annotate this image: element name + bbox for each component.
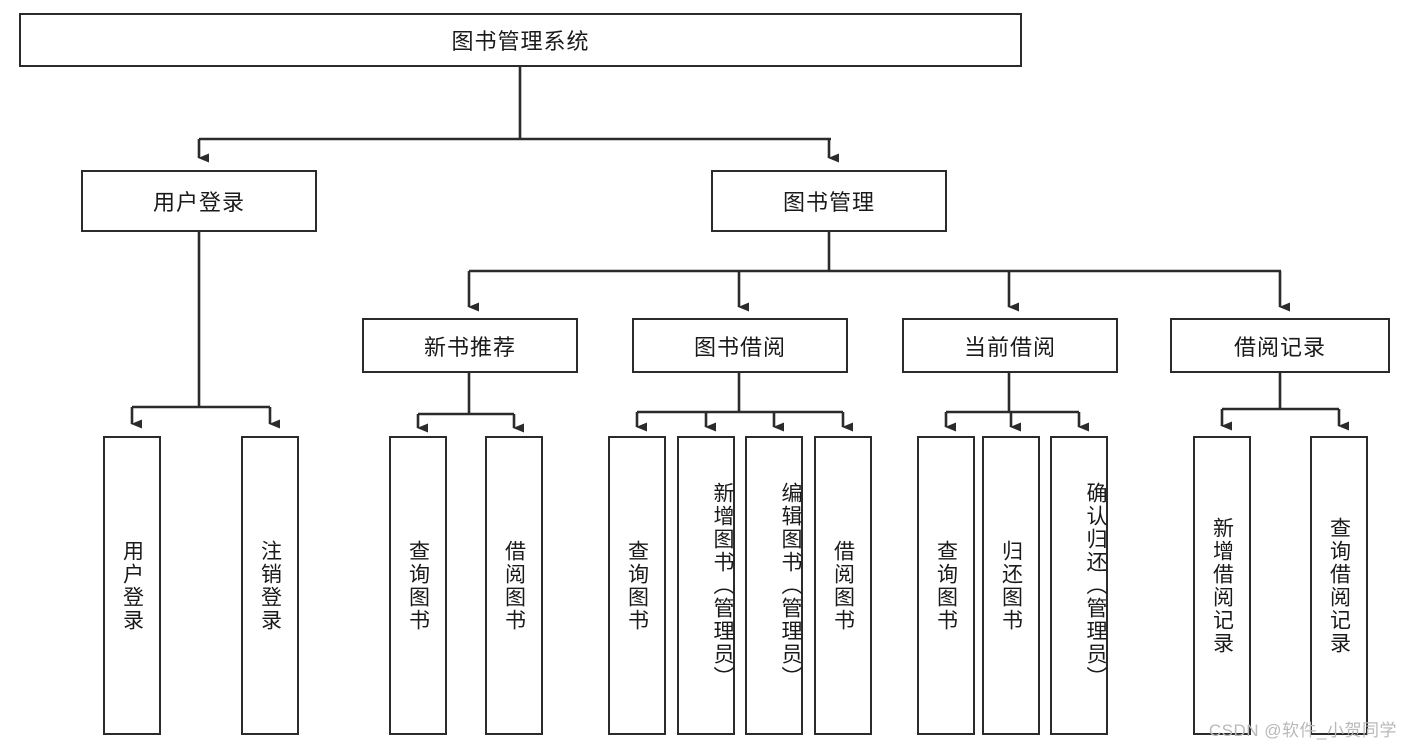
node-book-borrow[interactable]: 图书借阅 <box>632 318 848 373</box>
node-leaf-edit-book-label: 编辑图书（管理员） <box>779 482 802 689</box>
node-borrow-record-label: 借阅记录 <box>1233 334 1326 360</box>
node-leaf-return-book-label: 归还图书 <box>999 539 1023 632</box>
node-root[interactable]: 图书管理系统 <box>19 13 1022 67</box>
node-leaf-borrow-book-rec-label: 借阅图书 <box>502 539 526 632</box>
node-current-borrow[interactable]: 当前借阅 <box>902 318 1118 373</box>
node-leaf-query-book-cur-label: 查询图书 <box>934 539 958 632</box>
node-leaf-query-book-cur[interactable]: 查询图书 <box>917 436 975 735</box>
node-leaf-edit-book[interactable]: 编辑图书（管理员） <box>745 436 803 735</box>
node-leaf-confirm-return[interactable]: 确认归还（管理员） <box>1050 436 1108 735</box>
node-leaf-query-book-rec[interactable]: 查询图书 <box>389 436 447 735</box>
node-leaf-borrow-book[interactable]: 借阅图书 <box>814 436 872 735</box>
node-leaf-query-book[interactable]: 查询图书 <box>608 436 666 735</box>
node-leaf-query-record-label: 查询借阅记录 <box>1327 516 1351 655</box>
node-leaf-add-record[interactable]: 新增借阅记录 <box>1193 436 1251 735</box>
node-leaf-add-book[interactable]: 新增图书（管理员） <box>677 436 735 735</box>
node-book-manage-label: 图书管理 <box>782 190 875 215</box>
node-leaf-user-login-label: 用户登录 <box>120 539 144 632</box>
node-leaf-logout-label: 注销登录 <box>258 539 282 632</box>
node-book-borrow-label: 图书借阅 <box>693 334 786 360</box>
node-leaf-query-book-label: 查询图书 <box>625 539 649 632</box>
node-leaf-borrow-book-rec[interactable]: 借阅图书 <box>485 436 543 735</box>
node-leaf-logout[interactable]: 注销登录 <box>241 436 299 735</box>
node-borrow-record[interactable]: 借阅记录 <box>1170 318 1390 373</box>
node-book-manage[interactable]: 图书管理 <box>711 170 947 232</box>
node-current-borrow-label: 当前借阅 <box>963 334 1056 360</box>
node-new-book-recommend[interactable]: 新书推荐 <box>362 318 578 373</box>
node-user-login[interactable]: 用户登录 <box>81 170 317 232</box>
node-leaf-borrow-book-label: 借阅图书 <box>831 539 855 632</box>
node-leaf-user-login[interactable]: 用户登录 <box>103 436 161 735</box>
watermark-text: CSDN @软件_小贺同学 <box>1208 721 1397 740</box>
node-leaf-query-record[interactable]: 查询借阅记录 <box>1310 436 1368 735</box>
node-new-book-recommend-label: 新书推荐 <box>423 334 516 360</box>
node-leaf-confirm-return-label: 确认归还（管理员） <box>1084 482 1107 689</box>
node-root-label: 图书管理系统 <box>451 29 590 54</box>
node-leaf-query-book-rec-label: 查询图书 <box>406 539 430 632</box>
node-leaf-return-book[interactable]: 归还图书 <box>982 436 1040 735</box>
node-user-login-label: 用户登录 <box>152 190 245 215</box>
node-leaf-add-record-label: 新增借阅记录 <box>1210 516 1234 655</box>
node-leaf-add-book-label: 新增图书（管理员） <box>711 482 734 689</box>
